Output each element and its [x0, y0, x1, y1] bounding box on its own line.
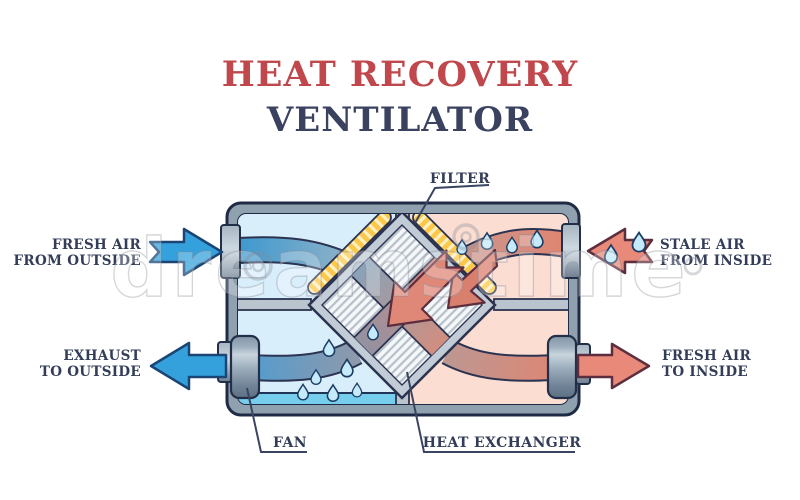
fan-leader-line: [246, 387, 307, 453]
leader-lines: [246, 184, 575, 453]
fresh-outside-label-line1: FRESH AIR: [52, 237, 141, 253]
condensate-pool: [238, 392, 402, 404]
fresh-inside-label-line1: FRESH AIR: [662, 348, 751, 364]
supply-fan: [546, 334, 578, 400]
watermark-text: dreamstime: [110, 222, 689, 315]
fresh-air-from-outside-arrow: [148, 227, 224, 277]
heat-exchanger-leader-line: [406, 371, 575, 453]
filter-leader-line: [414, 184, 490, 224]
stale-inside-label-line2: FROM INSIDE: [660, 253, 772, 269]
fresh-inside-label-line2: TO INSIDE: [662, 364, 748, 380]
title-line1: HEAT RECOVERY: [222, 54, 579, 95]
watermark-logo-circles: [243, 223, 703, 281]
exhaust-label-line2: TO OUTSIDE: [40, 364, 141, 380]
fresh-outside-label-line2: FROM OUTSIDE: [14, 253, 141, 269]
stale-inside-label-line1: STALE AIR: [660, 237, 745, 253]
stale-inlet-flange: [561, 223, 581, 279]
filter-label: FILTER: [430, 171, 490, 187]
heat-exchanger-label: HEAT EXCHANGER: [423, 435, 581, 451]
watermark: dreamstime: [110, 221, 703, 316]
title-line2: VENTILATOR: [266, 100, 533, 140]
fresh-air-to-inside-arrow: [576, 342, 651, 390]
exhaust-label-line1: EXHAUST: [63, 348, 141, 364]
side-labels: FRESH AIR FROM OUTSIDE EXHAUST TO OUTSID…: [14, 237, 772, 380]
filter-bar-left: [307, 214, 392, 295]
exhaust-to-outside-arrow: [149, 341, 228, 391]
fans: [229, 334, 578, 400]
heat-transfer-arrows: [386, 248, 499, 328]
heat-transfer-arrow-front: [386, 249, 465, 328]
exhaust-fan: [229, 334, 261, 400]
fan-label: FAN: [273, 435, 307, 451]
